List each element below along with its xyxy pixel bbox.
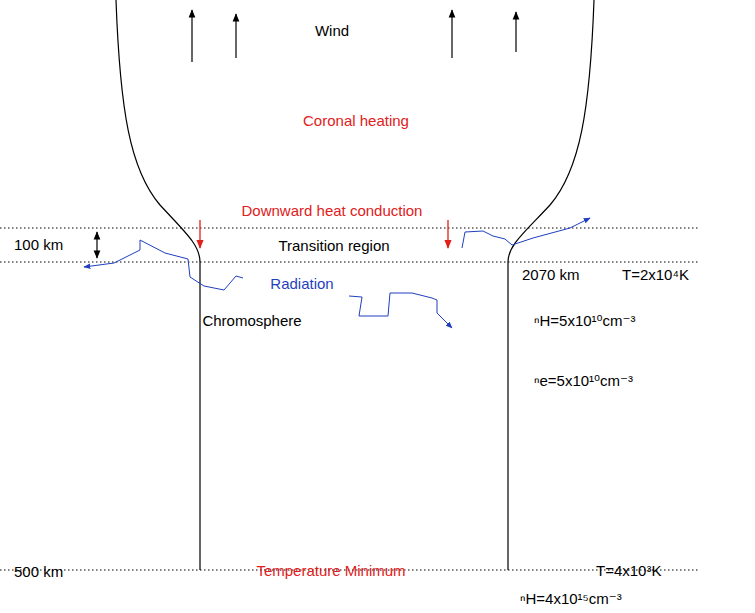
layer-name: Chromosphere: [202, 312, 301, 329]
process-label: Downward heat conduction: [242, 202, 423, 219]
height-label: 2070 km: [522, 266, 580, 283]
layer-boundary: [0, 228, 700, 570]
flow-label: Wind: [315, 22, 349, 39]
density-label: ⁿe=5x10¹⁰cm⁻³: [534, 372, 633, 389]
density-label: ⁿH=5x10¹⁰cm⁻³: [534, 312, 636, 329]
flux-tube: [116, 0, 594, 570]
dimension-label: 100 km: [14, 236, 63, 253]
process-label: Radiation: [270, 275, 333, 292]
thickness-arrow: [96, 232, 97, 258]
wind-arrow: [192, 10, 516, 62]
temperature-label: T=4x10³K: [596, 562, 661, 579]
layer-name: Transition region: [278, 237, 389, 254]
process-label: Coronal heating: [303, 112, 409, 129]
layer-name: Temperature Minimum: [256, 562, 405, 579]
density-label: ⁿH=4x10¹⁵cm⁻³: [520, 590, 622, 607]
radiation-path: [84, 218, 590, 328]
dimension-label: 500 km: [14, 563, 63, 580]
temperature-label: T=2x10⁴K: [622, 266, 689, 283]
